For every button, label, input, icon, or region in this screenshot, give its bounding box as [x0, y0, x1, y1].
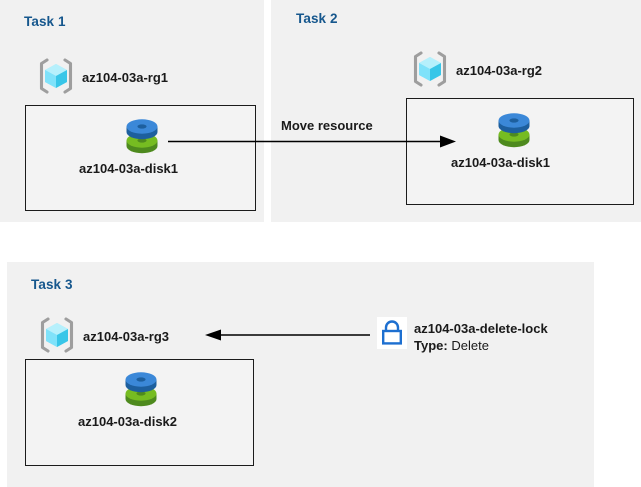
- panel-title-task-2: Task 2: [296, 11, 338, 26]
- panel-title-task-3: Task 3: [31, 277, 73, 292]
- connector-lock-to-resource-group: [205, 325, 370, 345]
- connector-label-move-resource: Move resource: [281, 118, 373, 133]
- lock-type-key: Type:: [414, 338, 448, 353]
- connector-move-resource: [168, 124, 458, 158]
- panel-title-task-1: Task 1: [24, 14, 66, 29]
- resource-group-icon: [37, 315, 77, 355]
- managed-disk-icon: [122, 367, 160, 411]
- resource-group-label-rg3: az104-03a-rg3: [83, 329, 169, 344]
- resource-group-label-rg1: az104-03a-rg1: [82, 70, 168, 85]
- managed-disk-icon: [123, 114, 161, 158]
- resource-label-disk1-task2: az104-03a-disk1: [451, 155, 551, 170]
- resource-box-task-1: [25, 105, 256, 211]
- resource-group-icon: [36, 56, 76, 96]
- lock-name-label: az104-03a-delete-lock: [414, 321, 548, 336]
- managed-disk-icon: [495, 108, 533, 152]
- lock-icon: [377, 317, 407, 349]
- resource-label-disk2-task3: az104-03a-disk2: [78, 414, 178, 429]
- resource-group-icon: [410, 49, 450, 89]
- lock-type-value: Delete: [451, 338, 489, 353]
- resource-label-disk1-task1: az104-03a-disk1: [79, 161, 179, 176]
- lock-type-label: Type: Delete: [414, 338, 489, 353]
- resource-group-label-rg2: az104-03a-rg2: [456, 63, 542, 78]
